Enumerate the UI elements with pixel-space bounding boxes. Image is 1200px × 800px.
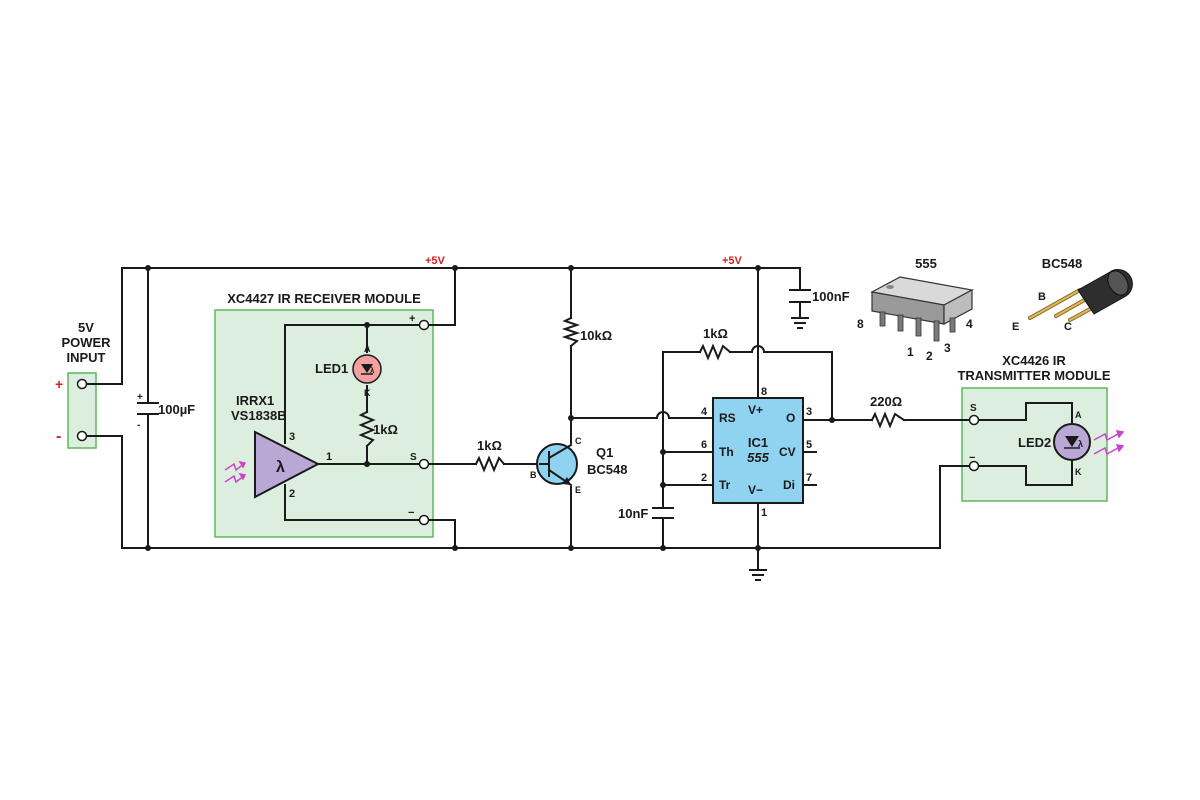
capacitor-100nf-label: 100nF — [812, 289, 850, 304]
capacitor-100uf: + - — [137, 392, 159, 431]
ic-pin-th-label: Th — [719, 445, 734, 459]
ic-pin-3-number: 3 — [806, 406, 812, 418]
ic-pin-4-number: 4 — [701, 406, 708, 418]
ic-pin-o-label: O — [786, 411, 795, 425]
ic-part-label: 555 — [747, 450, 769, 465]
package-bc548-title: BC548 — [1042, 256, 1082, 271]
package-555-illustration — [870, 276, 974, 342]
resistor-1k-receiver-label: 1kΩ — [373, 422, 398, 437]
rail-5v-label-left: +5V — [425, 255, 446, 267]
ground-symbol-100nf — [791, 317, 809, 329]
package-555-pin1: 1 — [907, 345, 914, 359]
led2-anode-label: A — [1075, 410, 1082, 420]
q1-emitter-label: E — [575, 485, 581, 495]
resistor-1k-base-label: 1kΩ — [477, 438, 502, 453]
ground-symbol-ic — [749, 569, 767, 581]
transmitter-module-title-line2: TRANSMITTER MODULE — [957, 368, 1110, 383]
ic-pin-2-number: 2 — [701, 472, 707, 484]
resistor-1k-base — [474, 455, 506, 473]
resistor-1k-receiver — [358, 410, 376, 448]
cap-minus-sign: - — [137, 420, 140, 431]
ic-pin-vplus-label: V+ — [748, 403, 763, 417]
ir-rays-incoming-icon — [224, 460, 247, 484]
resistor-220 — [870, 411, 906, 429]
receiver-pin-s-label: S — [410, 452, 417, 463]
package-555-pin8: 8 — [857, 317, 864, 331]
junction-dots — [145, 265, 835, 551]
q1-base-label: B — [530, 470, 537, 480]
resistor-220-label: 220Ω — [870, 394, 902, 409]
ir-rays-outgoing-icon — [1093, 430, 1125, 456]
ic-pin-1-number: 1 — [761, 507, 767, 519]
package-555-title: 555 — [915, 256, 937, 271]
resistor-10k — [561, 316, 581, 348]
cap-plus-sign: + — [137, 392, 143, 403]
power-input-label-line3: INPUT — [67, 350, 106, 365]
led1-lambda-label: λ — [370, 366, 375, 375]
power-input-label-line2: POWER — [61, 335, 111, 350]
capacitor-100nf — [789, 289, 811, 303]
power-plus-sign: + — [55, 376, 63, 392]
power-input-label-line1: 5V — [78, 320, 94, 335]
led2-label: LED2 — [1018, 435, 1051, 450]
q1-name-label: Q1 — [596, 445, 613, 460]
ic-pin-8-number: 8 — [761, 386, 767, 398]
q1-part-label: BC548 — [587, 462, 627, 477]
capacitor-10nf — [652, 507, 674, 519]
led1-cathode-label: K — [364, 388, 371, 398]
transmitter-pin-s-label: S — [970, 403, 977, 414]
led1-anode-label: A — [364, 344, 371, 354]
ic-pin-cv-label: CV — [779, 445, 796, 459]
resistor-10k-label: 10kΩ — [580, 328, 612, 343]
ic-name-label: IC1 — [748, 435, 768, 450]
power-minus-sign: - — [56, 428, 61, 445]
ic-pin-6-number: 6 — [701, 439, 707, 451]
ic-pin-rs-label: RS — [719, 411, 736, 425]
package-555-pin2: 2 — [926, 349, 933, 363]
wires — [85, 267, 1073, 571]
irrx-lambda-label: λ — [276, 459, 285, 476]
ic-pin-5-number: 5 — [806, 439, 812, 451]
capacitor-10nf-label: 10nF — [618, 506, 648, 521]
package-bc548-base: B — [1038, 291, 1046, 303]
led2-cathode-label: K — [1075, 467, 1082, 477]
terminals — [76, 319, 980, 526]
capacitor-100uf-label: 100µF — [158, 402, 195, 417]
ic-pin-7-number: 7 — [806, 472, 812, 484]
irrx-part-label: VS1838B — [231, 408, 287, 423]
irrx-pin3-label: 3 — [289, 431, 295, 443]
led1-symbol: λ — [352, 354, 382, 384]
receiver-pin-plus-label: + — [409, 313, 415, 325]
ic-pin-tr-label: Tr — [719, 478, 731, 492]
led2-lambda-label: λ — [1078, 439, 1083, 449]
q1-collector-label: C — [575, 436, 582, 446]
resistor-1k-feedback-label: 1kΩ — [703, 326, 728, 341]
package-555-pin3: 3 — [944, 341, 951, 355]
irrx-name-label: IRRX1 — [236, 393, 274, 408]
resistor-1k-feedback — [698, 343, 732, 361]
transmitter-pin-minus-label: − — [969, 452, 975, 464]
ic-pin-di-label: Di — [783, 478, 795, 492]
rail-5v-label-right: +5V — [722, 255, 743, 267]
package-bc548-emitter: E — [1012, 321, 1019, 333]
package-bc548-collector: C — [1064, 321, 1072, 333]
led1-label: LED1 — [315, 361, 348, 376]
ic1-555-chip — [712, 397, 804, 504]
transistor-q1-symbol — [536, 443, 578, 487]
irrx-pin2-label: 2 — [289, 488, 295, 500]
transmitter-module-title-line1: XC4426 IR — [1002, 353, 1066, 368]
ir-receiver-symbol — [254, 430, 321, 499]
package-555-pin4: 4 — [966, 317, 973, 331]
ir-receiver-module — [214, 309, 434, 538]
receiver-pin-minus-label: − — [408, 507, 414, 519]
led2-symbol: λ — [1053, 423, 1091, 461]
receiver-module-title: XC4427 IR RECEIVER MODULE — [227, 291, 421, 306]
package-bc548-illustration — [1028, 269, 1133, 322]
irrx-pin1-label: 1 — [326, 451, 332, 463]
ic-pin-vminus-label: V− — [748, 483, 763, 497]
